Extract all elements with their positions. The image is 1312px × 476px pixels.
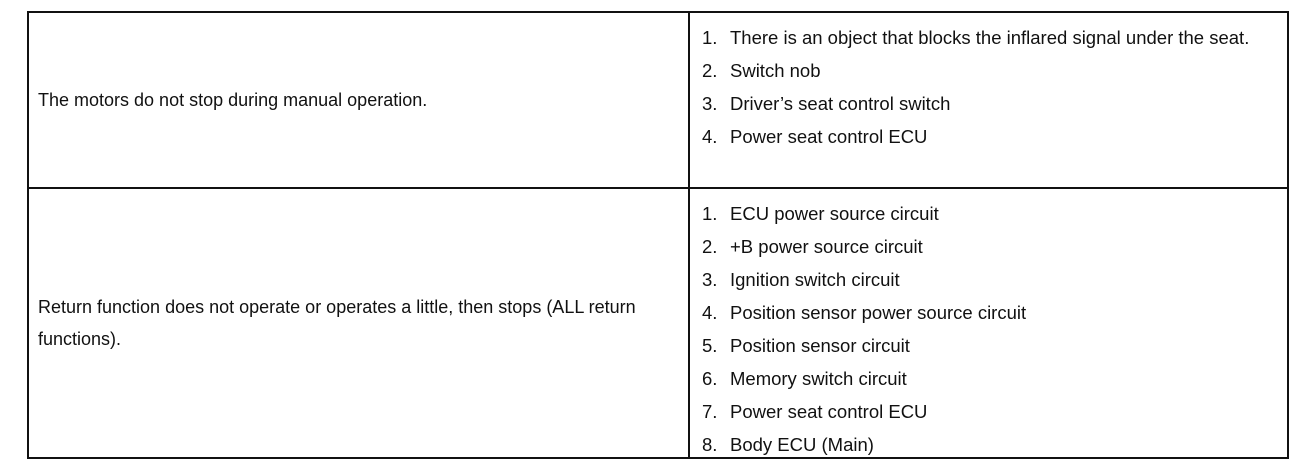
item-number: 3. [702, 93, 718, 114]
item-number: 4. [702, 126, 718, 147]
list-item: 1. ECU power source circuit [702, 197, 1287, 230]
item-number: 2. [702, 236, 718, 257]
list-item: 2. +B power source circuit [702, 230, 1287, 263]
symptom-text: The motors do not stop during manual ope… [38, 90, 428, 110]
item-number: 5. [702, 335, 718, 356]
item-text: Position sensor power source circuit [730, 302, 1027, 323]
item-number: 7. [702, 401, 718, 422]
item-number: 1. [702, 27, 718, 48]
list-item: 5. Position sensor circuit [702, 329, 1287, 362]
causes-cell: 1. There is an object that blocks the inf… [690, 13, 1287, 187]
item-text: Position sensor circuit [730, 335, 910, 356]
list-item: 1. There is an object that blocks the inf… [702, 21, 1287, 54]
item-number: 8. [702, 434, 718, 455]
list-item: 6. Memory switch circuit [702, 362, 1287, 395]
symptom-cell: The motors do not stop during manual ope… [29, 13, 690, 187]
table-row: Return function does not operate or oper… [29, 189, 1287, 457]
item-text: Driver’s seat control switch [730, 93, 951, 114]
list-item: 3. Driver’s seat control switch [702, 87, 1287, 120]
causes-cell: 1. ECU power source circuit 2. +B power so… [690, 189, 1287, 457]
troubleshooting-table: The motors do not stop during manual ope… [27, 11, 1289, 459]
symptom-text: Return function does not operate or oper… [38, 297, 636, 349]
item-text: Switch nob [730, 60, 821, 81]
list-item: 8. Body ECU (Main) [702, 428, 1287, 461]
list-item: 7. Power seat control ECU [702, 395, 1287, 428]
item-number: 1. [702, 203, 718, 224]
item-text: Ignition switch circuit [730, 269, 900, 290]
table-row: The motors do not stop during manual ope… [29, 13, 1287, 189]
list-item: 3. Ignition switch circuit [702, 263, 1287, 296]
item-text: Body ECU (Main) [730, 434, 874, 455]
item-number: 3. [702, 269, 718, 290]
item-number: 6. [702, 368, 718, 389]
item-number: 2. [702, 60, 718, 81]
item-text: Power seat control ECU [730, 126, 928, 147]
list-item: 2. Switch nob [702, 54, 1287, 87]
item-text: Power seat control ECU [730, 401, 928, 422]
item-text: There is an object that blocks the infla… [730, 27, 1250, 48]
symptom-cell: Return function does not operate or oper… [29, 189, 690, 457]
item-text: Memory switch circuit [730, 368, 907, 389]
item-text: ECU power source circuit [730, 203, 939, 224]
item-number: 4. [702, 302, 718, 323]
list-item: 4. Power seat control ECU [702, 120, 1287, 153]
item-text: +B power source circuit [730, 236, 923, 257]
list-item: 4. Position sensor power source circuit [702, 296, 1287, 329]
